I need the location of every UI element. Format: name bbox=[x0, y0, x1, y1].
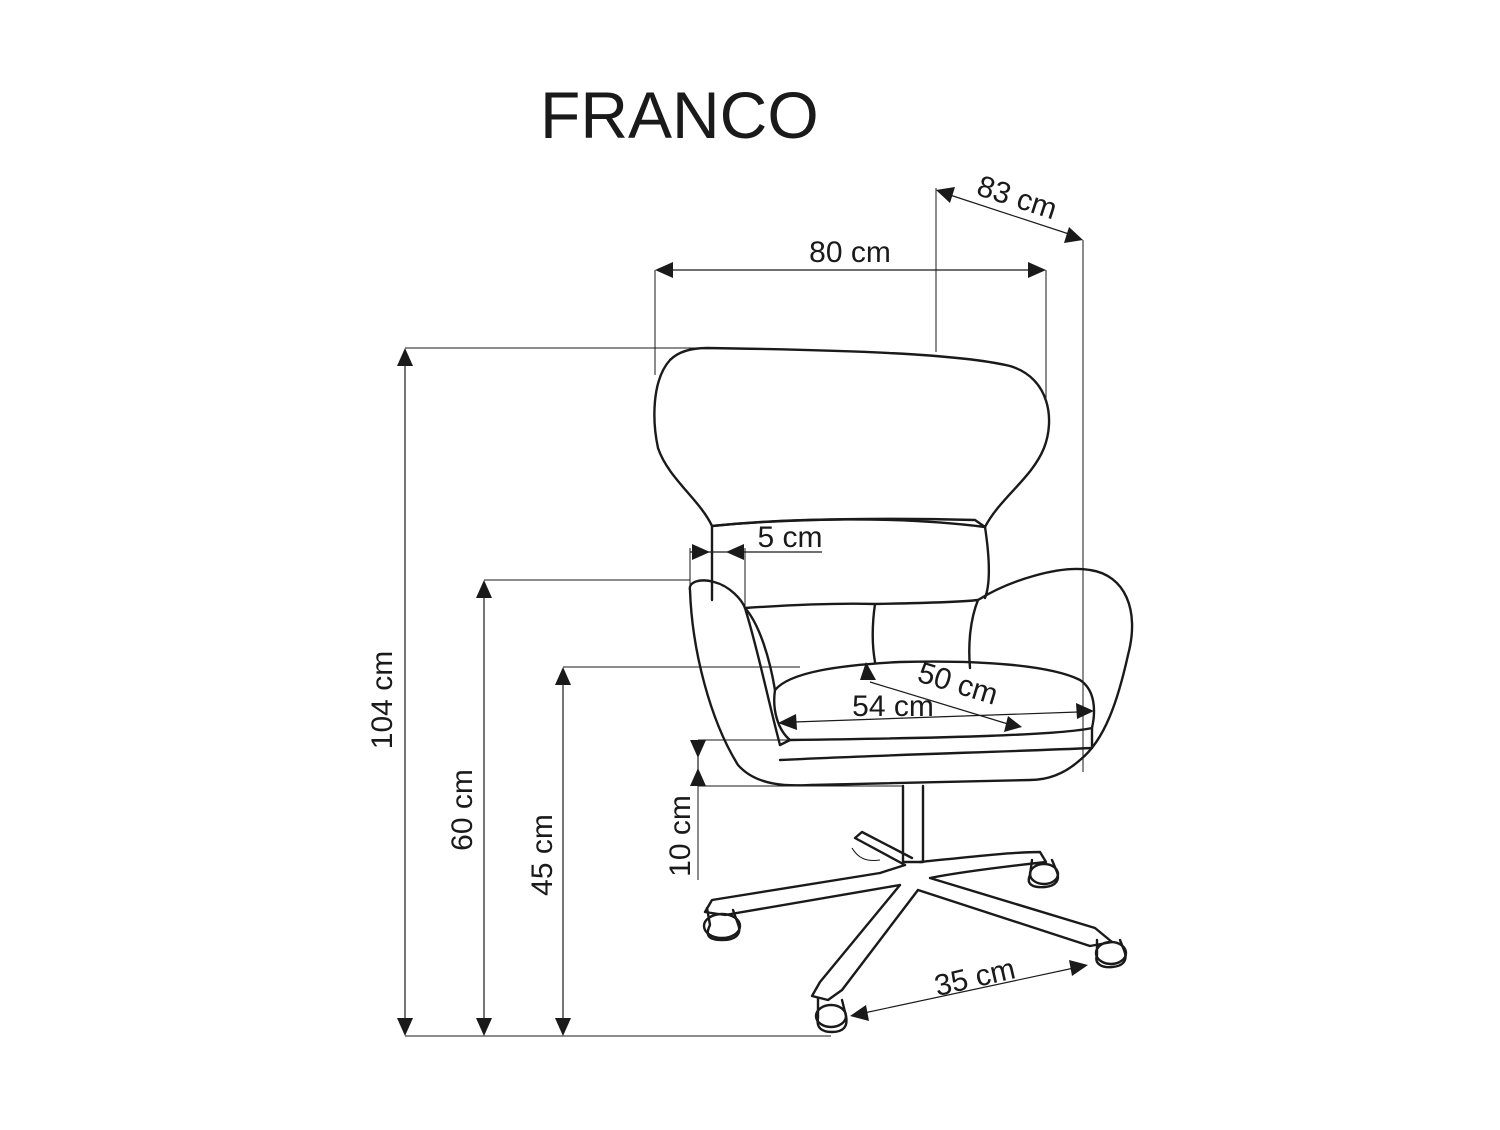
dim-arrow bbox=[726, 544, 744, 560]
dim-arrow bbox=[1076, 703, 1094, 719]
label-base-radius: 35 cm bbox=[931, 952, 1018, 1003]
dim-arrow bbox=[397, 348, 413, 366]
dim-arrow bbox=[555, 1018, 571, 1036]
chair-backrest bbox=[653, 346, 1051, 529]
dim-line-depth bbox=[949, 194, 1070, 235]
chair-gas-lift bbox=[901, 784, 925, 864]
dim-arrow bbox=[692, 544, 710, 560]
dim-arrow bbox=[690, 740, 706, 758]
chair-star-base bbox=[703, 830, 1114, 1002]
dim-arrow bbox=[1028, 262, 1046, 278]
dim-arrow bbox=[778, 714, 797, 730]
label-armrest-height: 60 cm bbox=[446, 769, 479, 851]
dim-arrow bbox=[476, 580, 492, 598]
chair-seat-cushion bbox=[773, 660, 1096, 742]
label-seat-width: 54 cm bbox=[852, 690, 934, 723]
dim-arrow bbox=[690, 768, 706, 786]
product-title: FRANCO bbox=[540, 78, 819, 152]
dim-line-seat-width bbox=[793, 711, 1079, 723]
label-width: 80 cm bbox=[809, 236, 891, 269]
dim-arrow bbox=[655, 262, 673, 278]
chair-lumbar-cushions bbox=[743, 598, 980, 692]
dim-arrow bbox=[397, 1018, 413, 1036]
label-depth: 83 cm bbox=[973, 170, 1061, 227]
dim-arrow bbox=[1069, 960, 1088, 976]
dim-arrow bbox=[936, 187, 955, 203]
chair-drawing bbox=[653, 346, 1134, 1034]
dim-arrow bbox=[476, 1018, 492, 1036]
chair-seat-front bbox=[778, 726, 1094, 762]
dim-arrow bbox=[555, 667, 571, 685]
dim-line-base-radius bbox=[863, 967, 1075, 1014]
dim-arrow bbox=[1004, 716, 1022, 732]
dimension-lines bbox=[397, 187, 1094, 1036]
chair-left-armrest bbox=[688, 579, 814, 787]
dim-line-seat-depth bbox=[869, 681, 1009, 725]
label-height-adjust: 10 cm bbox=[664, 795, 697, 877]
dim-arrow bbox=[850, 1005, 869, 1021]
label-height-total: 104 cm bbox=[366, 651, 399, 749]
chair-casters bbox=[702, 847, 1128, 1034]
extension-lines bbox=[405, 188, 1084, 1037]
dimension-labels: 104 cm 60 cm 45 cm 10 cm 80 cm 83 cm 54 … bbox=[366, 170, 1061, 1003]
dim-arrow bbox=[1064, 227, 1083, 243]
chair-right-armrest bbox=[810, 567, 1134, 787]
label-seat-height: 45 cm bbox=[526, 814, 559, 896]
dim-arrow bbox=[860, 662, 876, 680]
label-backrest-offset: 5 cm bbox=[757, 521, 822, 554]
chair-back-cushion bbox=[710, 518, 990, 602]
